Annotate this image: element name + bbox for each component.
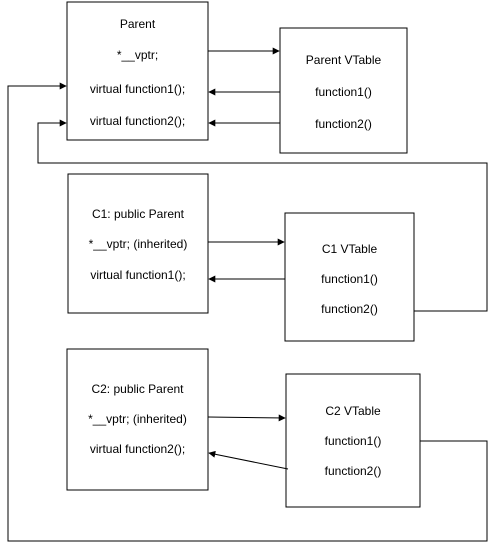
c2-vptr-arrow <box>207 414 286 422</box>
parent-vtable-function2: function2() <box>315 117 372 131</box>
c1-vtable-function2: function2() <box>321 302 378 316</box>
c1-vtable-function2-connector <box>37 119 488 312</box>
c1-vtable-box: C1 VTable function1() function2() <box>284 212 415 342</box>
c1-vptr: *__vptr; (inherited) <box>89 237 188 251</box>
parent-vtable-function1: function1() <box>315 85 372 99</box>
c2-vtable-function2-arrow <box>208 450 289 470</box>
c2-vtable-box: C2 VTable function1() function2() <box>285 373 421 508</box>
c1-class-box: C1: public Parent *__vptr; (inherited) v… <box>67 173 209 314</box>
parent-function2: virtual function2(); <box>90 114 185 128</box>
c1-vtable-function1: function1() <box>321 272 378 286</box>
c1-function1: virtual function1(); <box>90 268 185 282</box>
c2-vptr: *__vptr; (inherited) <box>88 412 187 426</box>
c2-vtable-title: C2 VTable <box>325 404 381 418</box>
parent-class-box: Parent *__vptr; virtual function1(); vir… <box>66 1 209 141</box>
parent-vtable-title: Parent VTable <box>306 53 382 67</box>
c2-vtable-function2: function2() <box>325 464 382 478</box>
parent-title: Parent <box>120 17 156 31</box>
parent-vtable-box: Parent VTable function1() function2() <box>279 27 408 154</box>
c1-vtable-title: C1 VTable <box>322 242 378 256</box>
c2-title: C2: public Parent <box>91 382 184 396</box>
c2-vtable-function1-connector <box>7 82 488 542</box>
c2-vtable-function1: function1() <box>325 434 382 448</box>
parent-function1: virtual function1(); <box>90 82 185 96</box>
c1-title: C1: public Parent <box>92 207 185 221</box>
c2-function2: virtual function2(); <box>90 442 185 456</box>
c2-class-box: C2: public Parent *__vptr; (inherited) v… <box>66 348 209 491</box>
parent-vptr: *__vptr; <box>117 48 158 62</box>
